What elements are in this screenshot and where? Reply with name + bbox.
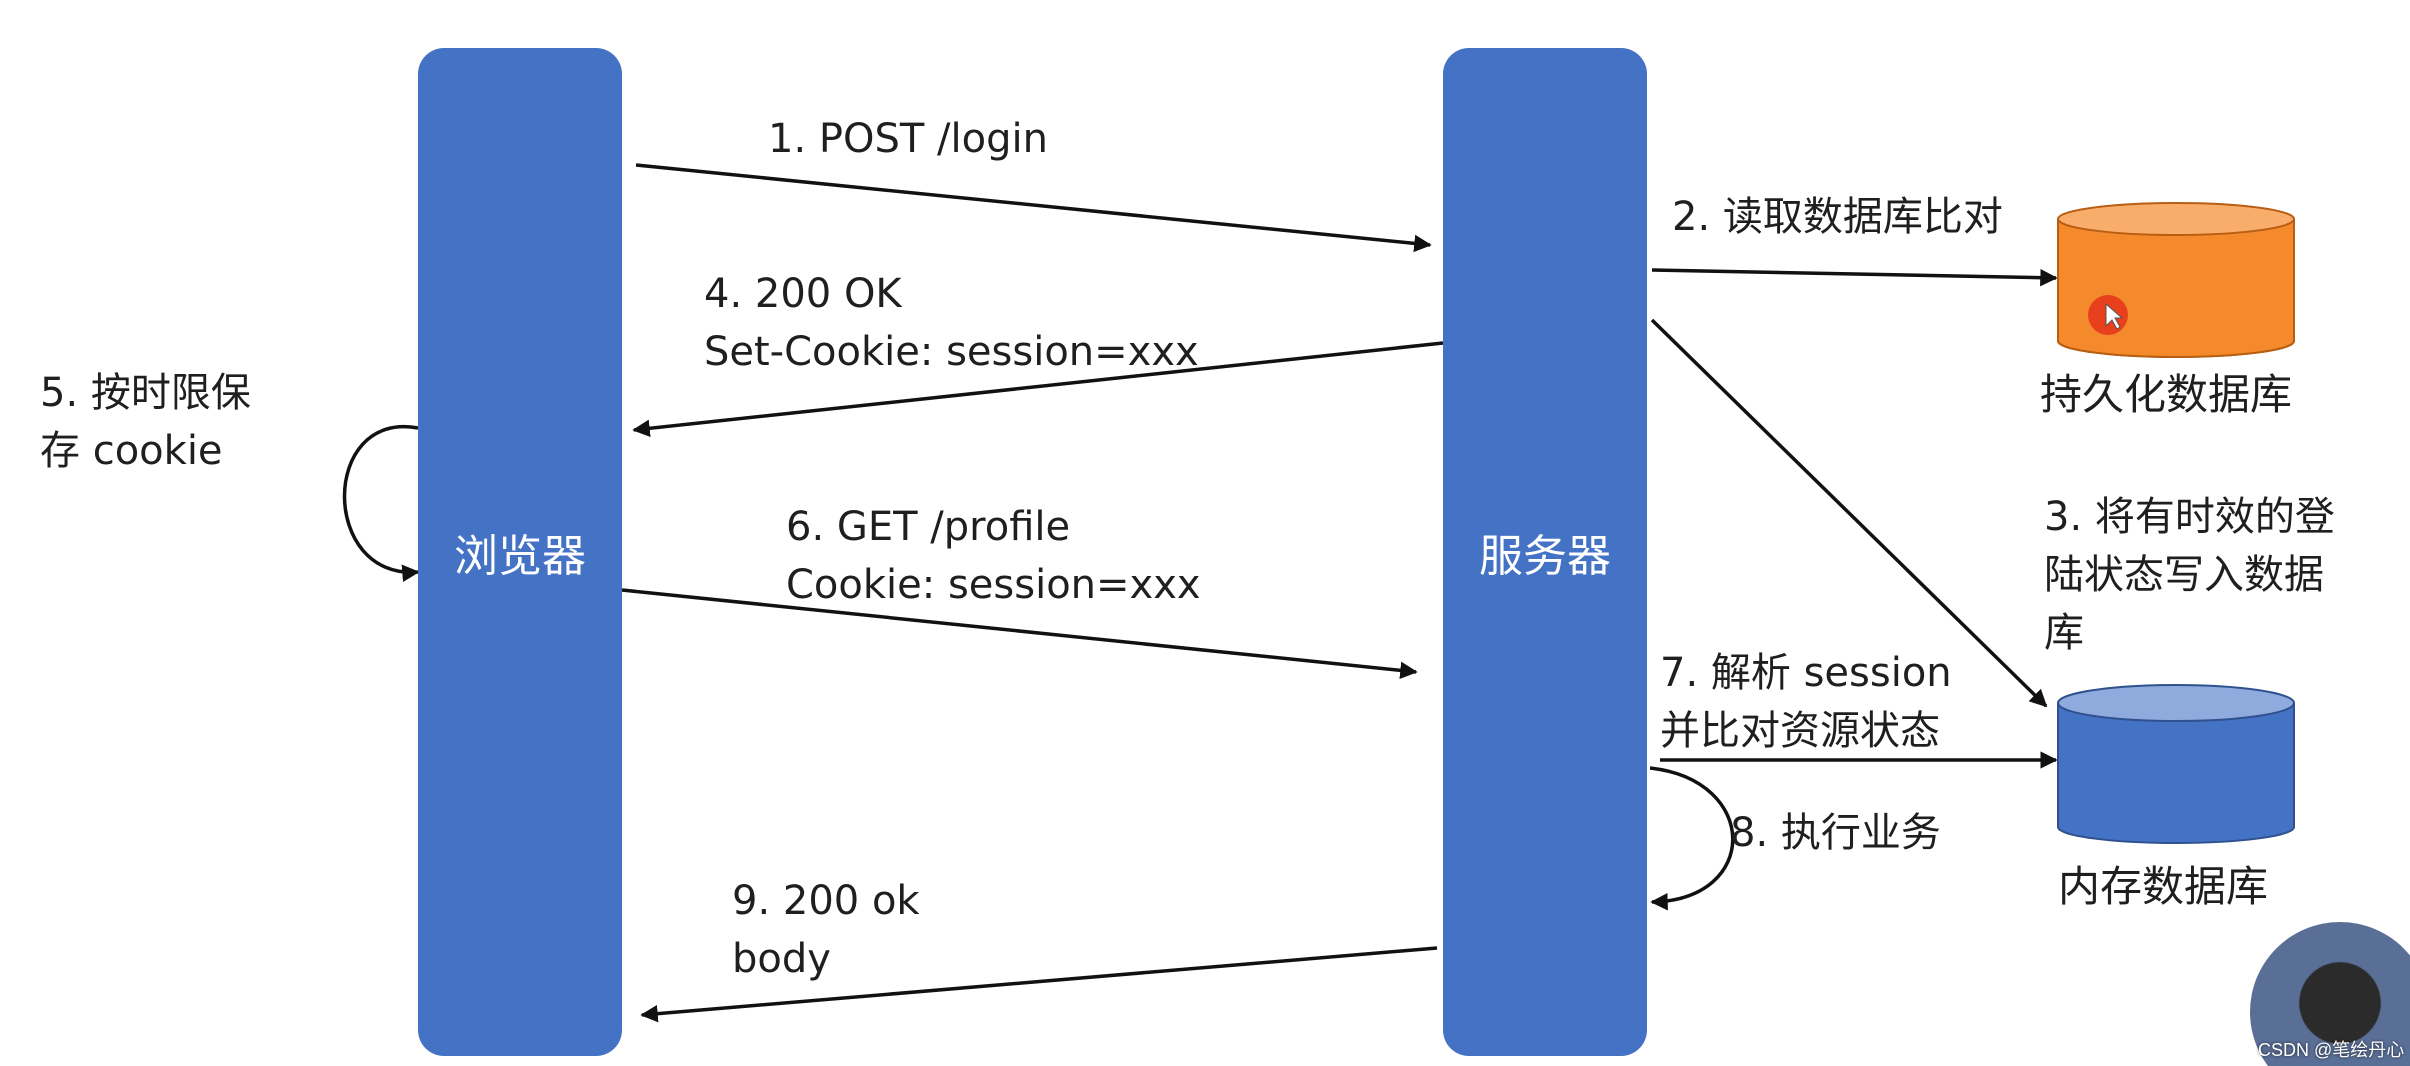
step-3-line-3: 库 <box>2044 610 2084 656</box>
browser-label: 浏览器 <box>454 531 586 582</box>
step-6-line-1: 6. GET /profile <box>786 504 1071 550</box>
memory-database-icon <box>2057 684 2295 844</box>
cursor-pointer-icon <box>2105 302 2124 330</box>
arrow-step-2 <box>1651 268 2058 287</box>
arrow-step-9 <box>640 946 1438 1023</box>
arrow-step-1 <box>635 163 1432 253</box>
step-5-line-1: 5. 按时限保 <box>40 370 251 416</box>
step-4-line-2: Set-Cookie: session=xxx <box>704 329 1199 375</box>
step-8-label: 8. 执行业务 <box>1730 810 1941 856</box>
browser-lane: 浏览器 <box>418 48 622 1056</box>
step-7-line-1: 7. 解析 session <box>1660 650 1952 696</box>
step-9-label: 9. 200 ok body <box>732 872 920 988</box>
arrow-step-4 <box>632 341 1444 438</box>
server-lane: 服务器 <box>1443 48 1647 1056</box>
step-6-label: 6. GET /profile Cookie: session=xxx <box>786 498 1201 614</box>
step-7-label: 7. 解析 session 并比对资源状态 <box>1660 644 1952 760</box>
loop-arrow-step-5 <box>342 424 420 582</box>
persistent-database-label: 持久化数据库 <box>2040 370 2293 419</box>
step-4-label: 4. 200 OK Set-Cookie: session=xxx <box>704 265 1199 381</box>
step-5-line-2: 存 cookie <box>40 428 223 474</box>
step-2-label: 2. 读取数据库比对 <box>1672 194 2003 240</box>
step-1-label: 1. POST /login <box>768 116 1048 162</box>
server-label: 服务器 <box>1479 531 1611 582</box>
watermark-text: CSDN @笔绘丹心 <box>2258 1040 2405 1060</box>
loop-arrow-step-8 <box>1649 766 1735 911</box>
step-7-line-2: 并比对资源状态 <box>1660 708 1940 754</box>
arrow-step-3 <box>1650 318 2048 708</box>
step-3-line-1: 3. 将有时效的登 <box>2044 494 2335 540</box>
step-3-line-2: 陆状态写入数据 <box>2044 552 2324 598</box>
step-9-line-1: 9. 200 ok <box>732 878 920 924</box>
persistent-database-icon <box>2057 202 2295 358</box>
step-5-label: 5. 按时限保 存 cookie <box>40 364 251 480</box>
arrow-step-6 <box>621 588 1418 680</box>
memory-database-label: 内存数据库 <box>2058 862 2269 911</box>
step-3-label: 3. 将有时效的登 陆状态写入数据 库 <box>2044 488 2335 662</box>
step-6-line-2: Cookie: session=xxx <box>786 562 1201 608</box>
step-4-line-1: 4. 200 OK <box>704 271 902 317</box>
step-9-line-2: body <box>732 936 831 982</box>
